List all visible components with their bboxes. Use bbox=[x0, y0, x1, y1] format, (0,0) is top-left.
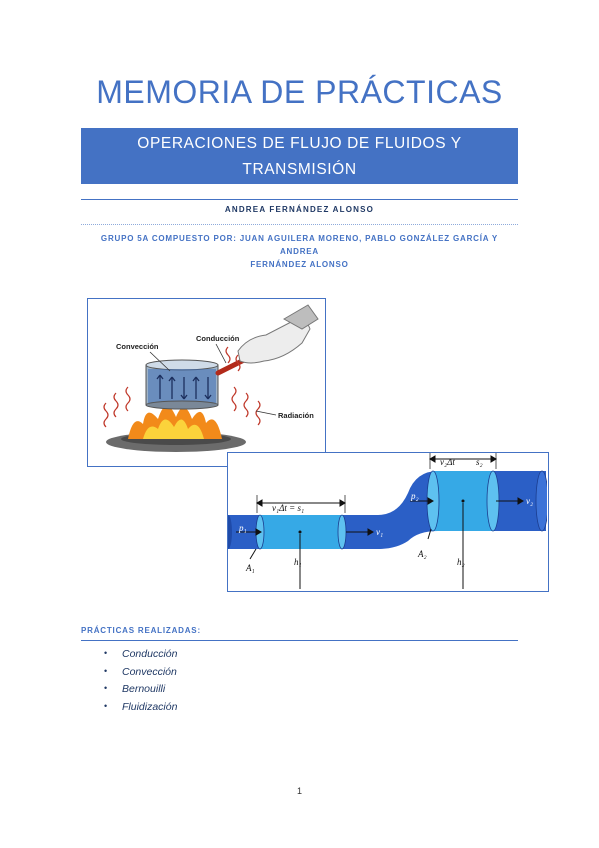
label-v2dt: v₂Δt bbox=[440, 457, 455, 467]
document-title: MEMORIA DE PRÁCTICAS bbox=[96, 74, 503, 110]
flame-icon bbox=[128, 405, 222, 439]
label-conduction: Conducción bbox=[196, 334, 240, 343]
label-a1: A₁ bbox=[245, 563, 255, 573]
subtitle-banner: OPERACIONES DE FLUJO DE FLUIDOS Y TRANSM… bbox=[81, 128, 518, 204]
label-p2: p₂ bbox=[410, 491, 419, 501]
label-v2: v₂ bbox=[526, 496, 533, 506]
list-item: • Fluidización bbox=[104, 701, 177, 719]
author-name: ANDREA FERNÁNDEZ ALONSO bbox=[224, 205, 375, 214]
section-rule bbox=[81, 640, 518, 641]
page-number: 1 bbox=[296, 786, 302, 796]
practice-label: Convección bbox=[122, 665, 177, 678]
heat-transfer-illustration: Convección Conducción Radiación bbox=[103, 304, 319, 452]
group-line-2: FERNÁNDEZ ALONSO bbox=[250, 260, 349, 269]
group-line-1: GRUPO 5A COMPUESTO POR: JUAN AGUILERA MO… bbox=[100, 234, 499, 256]
label-v1dt: v₁Δt = s₁ bbox=[272, 503, 304, 513]
subtitle-line-1: OPERACIONES DE FLUJO DE FLUIDOS Y TRANSM… bbox=[137, 135, 462, 178]
pot-icon bbox=[145, 359, 219, 410]
label-h2: h₂ bbox=[457, 557, 465, 567]
radiation-arrows bbox=[103, 346, 261, 428]
label-convection: Convección bbox=[116, 342, 159, 351]
label-radiation: Radiación bbox=[278, 411, 314, 420]
bullet-icon: • bbox=[104, 700, 108, 711]
bullet-icon: • bbox=[104, 648, 108, 658]
bullet-icon: • bbox=[104, 683, 108, 693]
list-item: • Conducción bbox=[104, 648, 177, 666]
bernoulli-pipe-illustration: v₁Δt = s₁ v₂Δt s₂ p₁ p₂ v₁ v₂ A₁ A₂ h₁ h… bbox=[224, 453, 549, 589]
group-members: GRUPO 5A COMPUESTO POR: JUAN AGUILERA MO… bbox=[81, 232, 518, 271]
label-s2: s₂ bbox=[476, 457, 483, 467]
bernoulli-figure: v₁Δt = s₁ v₂Δt s₂ p₁ p₂ v₁ v₂ A₁ A₂ h₁ h… bbox=[224, 452, 549, 592]
divider-rule bbox=[81, 199, 518, 200]
label-p1: p₁ bbox=[238, 523, 247, 533]
section-title: PRÁCTICAS REALIZADAS: bbox=[81, 626, 201, 635]
bullet-icon: • bbox=[104, 665, 108, 676]
dotted-divider bbox=[81, 224, 518, 225]
hand-icon bbox=[237, 304, 319, 364]
label-h1: h₁ bbox=[294, 557, 302, 567]
practice-label: Bernouilli bbox=[122, 683, 166, 695]
label-v1: v₁ bbox=[376, 527, 383, 537]
practice-label: Conducción bbox=[122, 648, 178, 660]
practices-list: • Conducción • Convección • Bernouilli • Flu… bbox=[104, 648, 177, 718]
list-item: • Bernouilli bbox=[104, 683, 177, 701]
heat-transfer-figure: Convección Conducción Radiación bbox=[87, 298, 326, 467]
practice-label: Fluidización bbox=[122, 700, 178, 713]
label-a2: A₂ bbox=[417, 549, 427, 559]
list-item: • Convección bbox=[104, 666, 177, 684]
